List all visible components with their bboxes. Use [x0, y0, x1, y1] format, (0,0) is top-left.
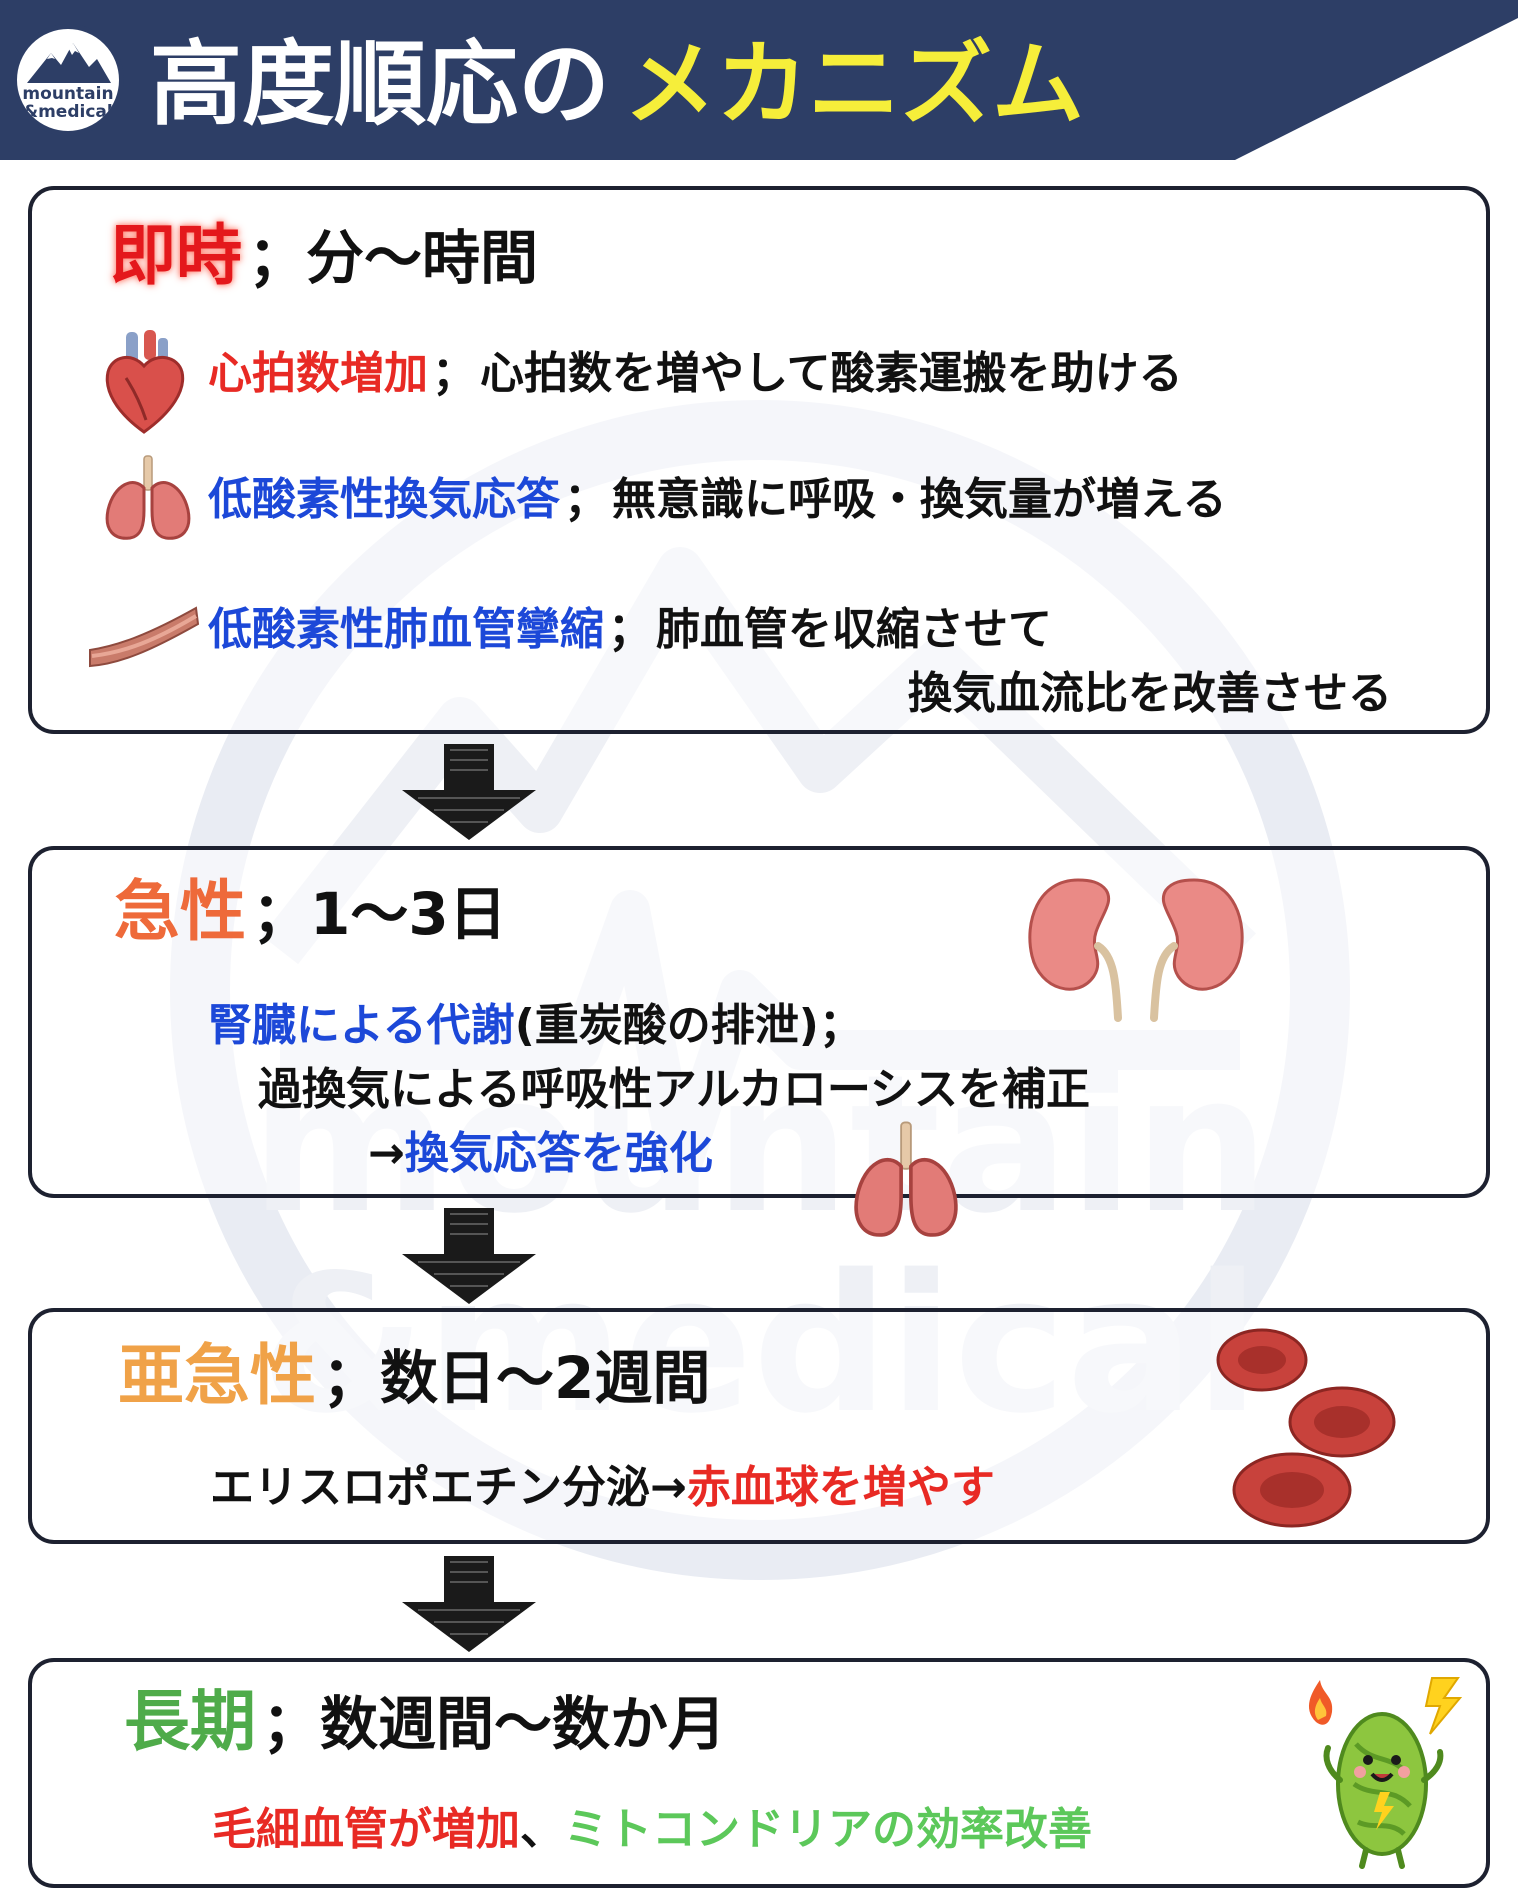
phase-subacute-title: 亜急性 — [118, 1337, 316, 1414]
immediate-item-vasoconstriction: 低酸素性肺血管攣縮；肺血管を収縮させて — [208, 604, 1052, 655]
page-title: 高度順応のメカニズム — [150, 30, 1084, 140]
phase-longterm-heading: 長期；数週間〜数か月 — [124, 1683, 727, 1760]
mountain-icon — [27, 43, 111, 83]
acute-paren: (重炭酸の排泄)； — [514, 1000, 863, 1051]
phase-acute-heading: 急性；1〜3日 — [114, 873, 507, 950]
item-label: 低酸素性肺血管攣縮 — [208, 604, 604, 655]
acute-label: 腎臓による代謝 — [208, 1000, 515, 1051]
phase-acute-box: 急性；1〜3日 腎臓による代謝(重炭酸の排泄)； 過換気による呼吸性アルカローシ… — [28, 846, 1490, 1237]
item-text: 無意識に呼吸・換気量が増える — [612, 474, 1227, 525]
logo-text-line2: &medical — [23, 102, 113, 122]
heart-icon — [105, 330, 185, 434]
logo-text-line1: mountain — [22, 84, 114, 104]
longterm-mechanism-line: 毛細血管が増加、ミトコンドリアの効率改善 — [212, 1804, 1092, 1855]
subacute-result: 赤血球を増やす — [686, 1462, 995, 1513]
header-banner: mountain &medical 高度順応のメカニズム — [0, 0, 1518, 160]
red-blood-cells-icon — [1216, 1328, 1396, 1528]
immediate-item-heart-rate: 心拍数増加；心拍数を増やして酸素運搬を助ける — [208, 348, 1183, 399]
acute-effect-line: 過換気による呼吸性アルカローシスを補正 — [258, 1064, 1090, 1117]
phase-longterm-range: ；数週間〜数か月 — [262, 1690, 727, 1758]
phase-acute-range: ；1〜3日 — [252, 880, 507, 948]
acute-arrow: → — [368, 1128, 405, 1179]
page-title-main: 高度順応の — [150, 31, 611, 138]
kidneys-icon — [1028, 878, 1244, 1022]
acute-text: 過換気による呼吸性アルカローシスを補正 — [258, 1064, 1091, 1115]
phase-longterm-box: 長期；数週間〜数か月 毛細血管が増加、ミトコンドリアの効率改善 — [28, 1658, 1490, 1888]
subacute-mechanism-line: エリスロポエチン分泌→赤血球を増やす — [210, 1462, 995, 1515]
item-text: 心拍数を増やして酸素運搬を助ける — [480, 348, 1183, 399]
subacute-text: エリスロポエチン分泌→ — [210, 1462, 687, 1513]
header-band — [0, 0, 1518, 160]
phase-immediate-title: 即時 — [110, 217, 242, 294]
acute-result: 換気応答を強化 — [404, 1128, 713, 1179]
phase-subacute-box: 亜急性；数日〜2週間 エリスロポエチン分泌→赤血球を増やす — [28, 1308, 1490, 1544]
phase-immediate-heading: 即時；分〜時間 — [110, 217, 539, 294]
lungs-small-icon — [854, 1121, 958, 1237]
longterm-text1: 毛細血管が増加 — [212, 1804, 520, 1855]
lungs-icon — [105, 455, 191, 540]
item-text-continued: 換気血流比を改善させる — [908, 668, 1392, 719]
blood-vessel-icon — [89, 606, 200, 668]
immediate-item-ventilation: 低酸素性換気応答；無意識に呼吸・換気量が増える — [208, 474, 1227, 525]
phase-longterm-title: 長期 — [124, 1683, 256, 1760]
down-arrow-icon — [402, 1556, 536, 1652]
longterm-text2: ミトコンドリアの効率改善 — [564, 1804, 1092, 1855]
phase-acute-title: 急性 — [114, 873, 246, 950]
item-text: 肺血管を収縮させて — [656, 604, 1052, 655]
phase-subacute-range: ；数日〜2週間 — [322, 1344, 711, 1412]
acute-mechanism-line: 腎臓による代謝(重炭酸の排泄)； — [208, 1000, 863, 1053]
down-arrow-icon — [402, 744, 536, 840]
phase-immediate-box: 即時；分〜時間 心拍数増加；心拍数を増やして酸素運搬を助ける 低酸素性換気応答；… — [28, 186, 1490, 734]
acute-result-line: →換気応答を強化 — [368, 1128, 713, 1181]
phase-subacute-heading: 亜急性；数日〜2週間 — [118, 1337, 711, 1414]
mitochondria-character-icon — [1308, 1677, 1463, 1869]
item-label: 低酸素性換気応答 — [208, 474, 560, 525]
phase-immediate-range: ；分〜時間 — [248, 224, 539, 292]
page-title-accent: メカニズム — [624, 31, 1085, 138]
brand-logo: mountain &medical — [12, 24, 124, 136]
immediate-item-vasoconstriction-cont: 換気血流比を改善させる — [908, 668, 1392, 721]
item-label: 心拍数増加 — [208, 348, 428, 399]
down-arrow-icon — [402, 1208, 536, 1304]
